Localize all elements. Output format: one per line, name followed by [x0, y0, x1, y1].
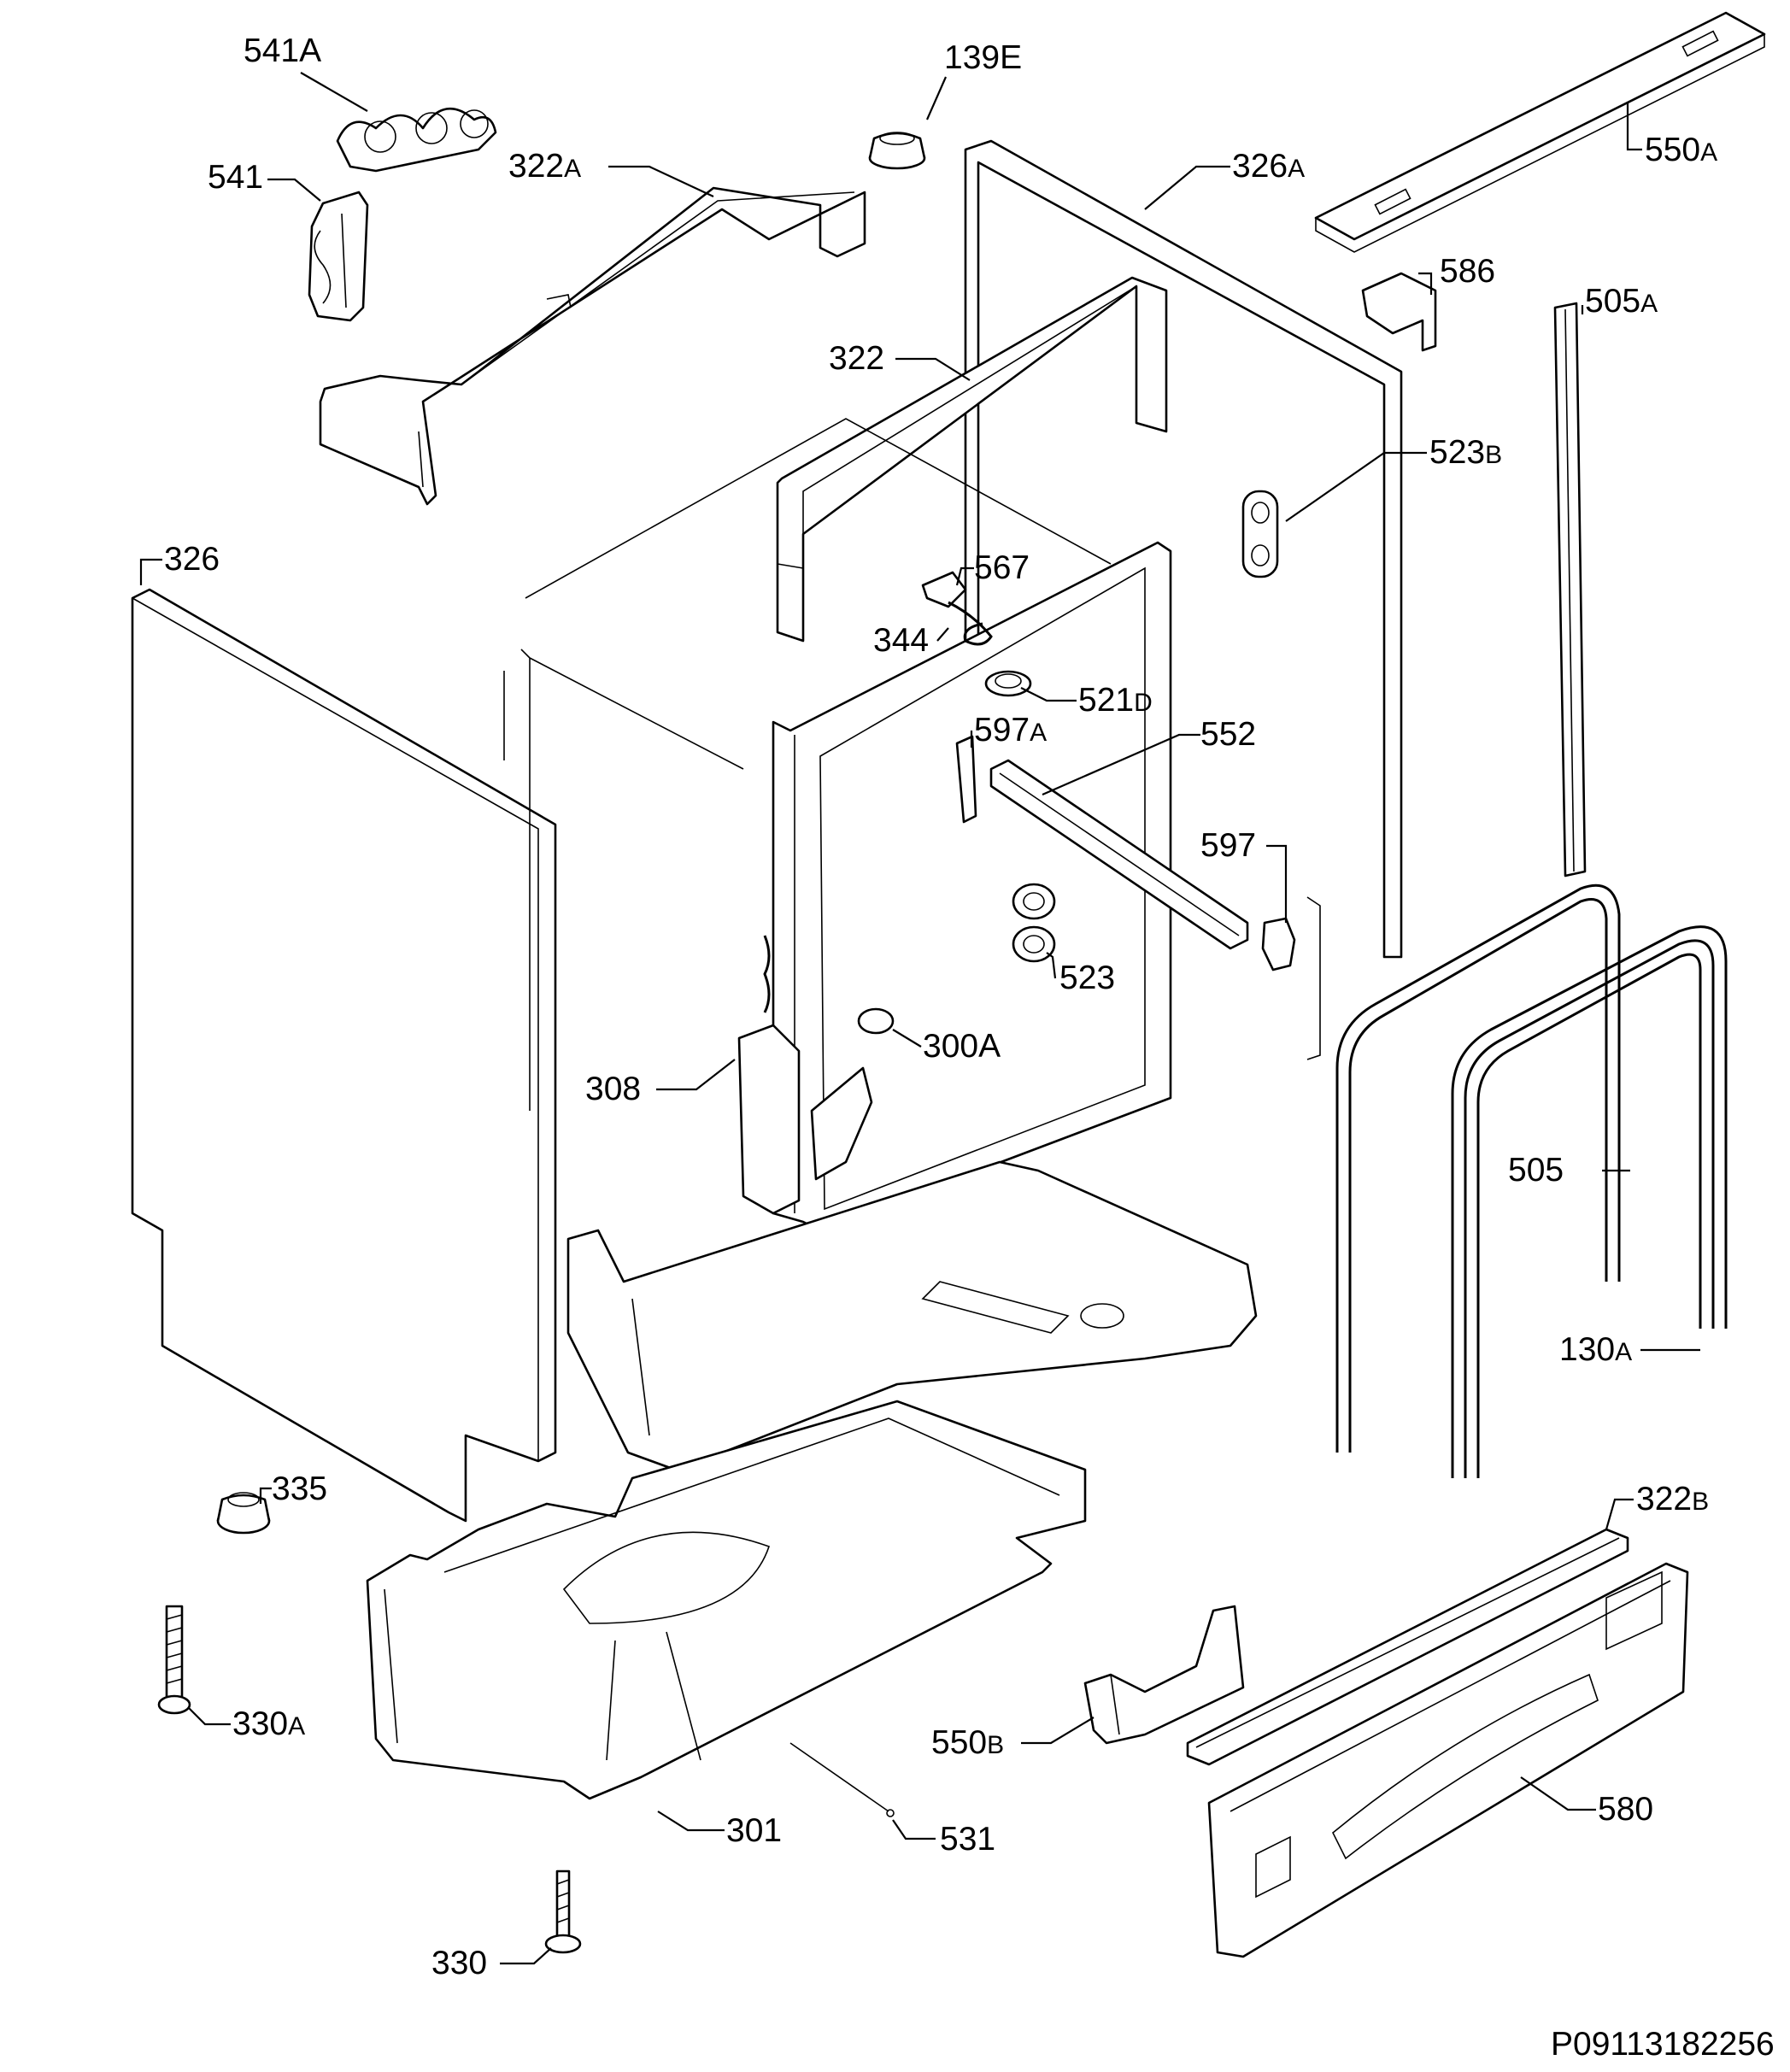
callout-541a: 541A	[244, 32, 321, 69]
part-326-side-panel	[131, 588, 557, 1523]
part-597a-clip	[955, 735, 977, 824]
part-586-bracket	[1361, 272, 1437, 352]
part-344-spring	[948, 601, 993, 646]
part-523-grommets	[1012, 883, 1056, 963]
part-550b-bracket	[1083, 1605, 1245, 1745]
part-330-screw	[544, 1869, 582, 1954]
part-541a-hose-clips	[336, 107, 497, 173]
callout-330: 330	[431, 1945, 487, 1981]
part-505a-seal-strip	[1553, 302, 1587, 878]
part-567-clip	[921, 571, 967, 608]
callout-330a: 330A	[232, 1705, 305, 1742]
callout-541: 541	[208, 159, 263, 196]
callout-550b: 550B	[931, 1724, 1004, 1761]
callout-326a: 326A	[1232, 148, 1305, 185]
callout-326: 326	[164, 541, 220, 578]
part-335-foot	[216, 1492, 271, 1535]
part-301-bottom-tray	[366, 1400, 1087, 1800]
part-597-clip	[1261, 917, 1296, 971]
callout-505: 505	[1508, 1152, 1564, 1189]
drawing-number: P09113182256	[1551, 2026, 1775, 2063]
callout-597a: 597A	[974, 712, 1047, 748]
callout-335: 335	[272, 1470, 327, 1507]
callout-130a: 130A	[1559, 1331, 1632, 1368]
part-130a-seal	[1451, 925, 1728, 1478]
callout-322: 322	[829, 340, 884, 377]
callout-531: 531	[940, 1821, 995, 1858]
part-521d-ring	[984, 670, 1032, 697]
callout-523b: 523B	[1429, 434, 1502, 471]
callout-550a: 550A	[1645, 132, 1717, 168]
part-300a-grommet	[857, 1007, 895, 1035]
callout-308: 308	[585, 1071, 641, 1107]
callout-300a: 300A	[923, 1028, 1001, 1065]
callout-580: 580	[1598, 1791, 1653, 1828]
callout-567: 567	[974, 549, 1030, 586]
callout-597: 597	[1200, 827, 1256, 864]
part-tub-body	[503, 418, 1112, 1111]
part-580-kick-plate	[1207, 1562, 1689, 1958]
callout-322b: 322B	[1636, 1481, 1709, 1517]
callout-523: 523	[1059, 960, 1115, 996]
callout-586: 586	[1440, 253, 1495, 290]
part-505-door-seal	[1335, 883, 1621, 1453]
callout-139e: 139E	[944, 39, 1022, 76]
callout-301: 301	[726, 1812, 782, 1849]
part-552-rail	[989, 759, 1249, 950]
part-308-hinge	[737, 935, 873, 1215]
part-139e-cap	[868, 132, 926, 170]
callout-505a: 505A	[1585, 283, 1658, 320]
part-523b-grommet	[1241, 490, 1279, 578]
part-541-clip	[308, 191, 369, 322]
callout-552: 552	[1200, 716, 1256, 753]
callout-322a: 322A	[508, 148, 581, 185]
callout-521d: 521D	[1078, 682, 1153, 719]
part-550a-top-rail	[1314, 11, 1766, 253]
callout-344: 344	[873, 622, 929, 659]
part-base-frame	[566, 1160, 1258, 1471]
part-330a-screw	[157, 1605, 191, 1715]
part-322a-top-bracket	[319, 186, 866, 506]
leader-lines	[139, 72, 1700, 1965]
part-322-upper-frame	[776, 276, 1168, 643]
part-531-rod	[789, 1742, 895, 1817]
